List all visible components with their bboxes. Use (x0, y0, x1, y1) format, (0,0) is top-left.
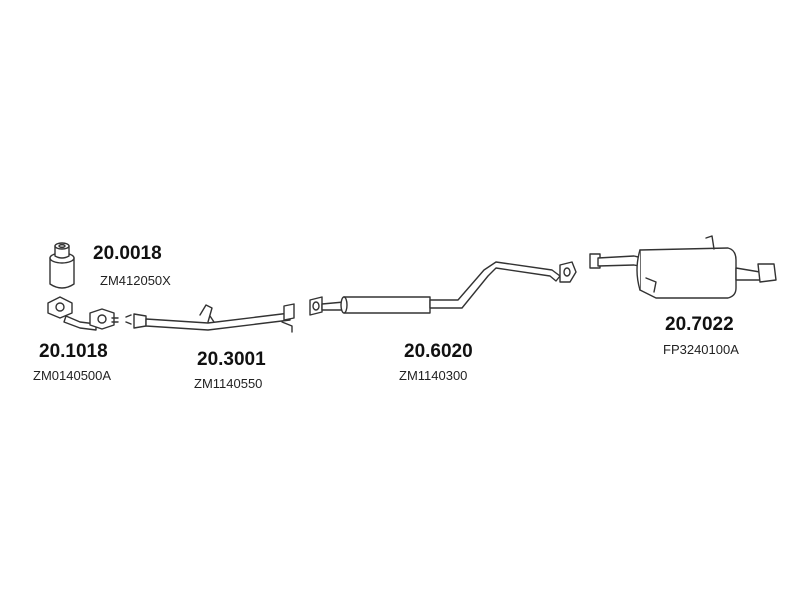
part-code-rear-silencer: 20.7022 (665, 314, 734, 335)
ref-code-catalyst: ZM412050X (100, 273, 171, 288)
center-silencer-drawing (309, 261, 577, 316)
part-code-catalyst: 20.0018 (93, 243, 162, 264)
ref-code-rear-silencer: FP3240100A (663, 342, 739, 357)
front-pipe-drawing (47, 296, 119, 331)
catalyst-drawing (49, 242, 75, 289)
intermediate-pipe-drawing (125, 303, 295, 333)
part-code-intermediate-pipe: 20.3001 (197, 349, 266, 370)
ref-code-front-pipe: ZM0140500A (33, 368, 112, 383)
ref-code-center-silencer: ZM1140300 (399, 368, 468, 383)
part-code-center-silencer: 20.6020 (404, 341, 473, 362)
ref-code-intermediate-pipe: ZM1140550 (194, 376, 263, 391)
part-code-front-pipe: 20.1018 (39, 341, 108, 362)
rear-silencer-drawing (589, 235, 777, 299)
